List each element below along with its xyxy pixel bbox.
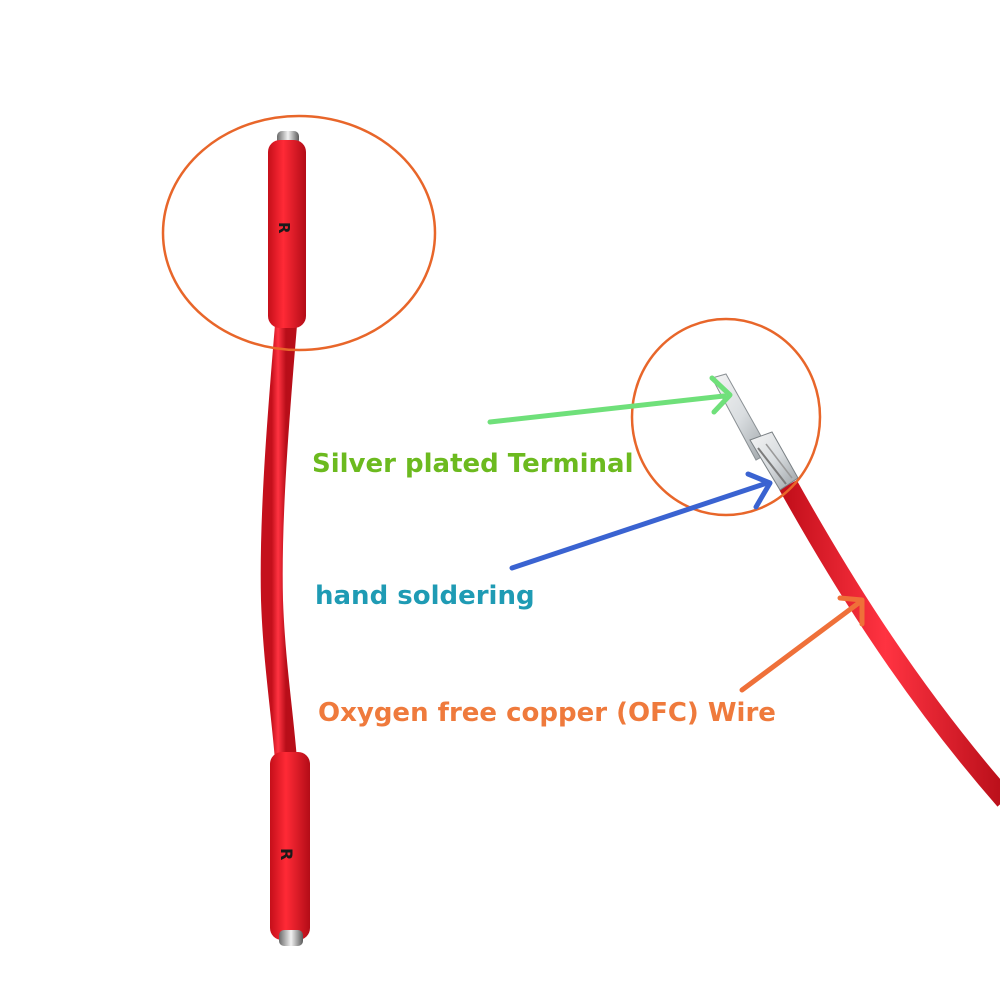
label-ofc-wire: Oxygen free copper (OFC) Wire — [318, 698, 776, 728]
terminal-highlight-circle — [630, 317, 822, 517]
arrow-hand-soldering — [509, 471, 773, 571]
left-wire — [260, 314, 297, 771]
label-hand-soldering: hand soldering — [315, 581, 535, 611]
arrow-ofc-wire — [739, 595, 865, 693]
label-silver-terminal: Silver plated Terminal — [312, 449, 634, 479]
top-highlight-circle — [161, 114, 437, 352]
bottom-sleeve-marking: R — [277, 848, 296, 860]
arrow-silver-terminal — [487, 375, 733, 425]
right-wire — [779, 480, 1000, 807]
top-sleeve-marking: R — [275, 222, 293, 234]
top-sleeve: R — [268, 131, 306, 328]
bottom-sleeve: R — [270, 752, 310, 946]
left-cable: R R — [161, 114, 437, 946]
